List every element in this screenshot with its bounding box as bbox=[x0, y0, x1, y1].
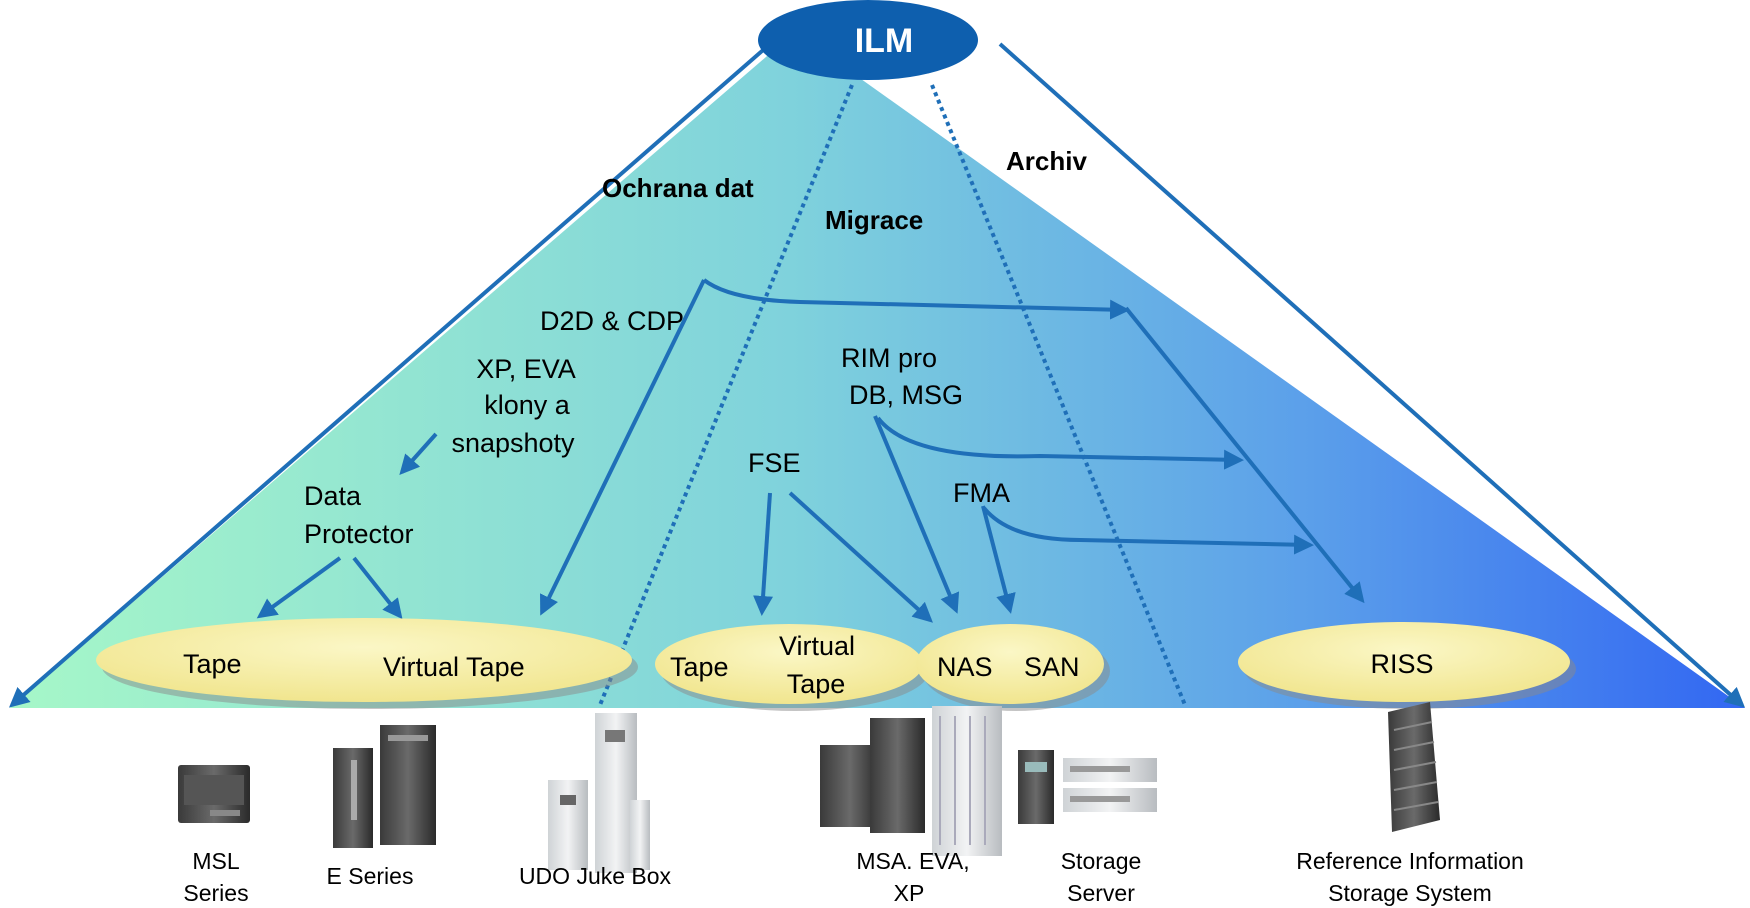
hardware-msa-eva-xp bbox=[820, 706, 1002, 856]
zone-label-migration: Migrace bbox=[825, 205, 923, 235]
ilm-hub bbox=[758, 0, 978, 80]
label-e-series: E Series bbox=[327, 863, 414, 889]
label-d2d-cdp: D2D & CDP bbox=[540, 306, 684, 336]
label-xp-eva-3: snapshoty bbox=[451, 428, 575, 458]
arrow-archive-to-riss bbox=[1124, 306, 1365, 604]
label-ref-1: Reference Information bbox=[1296, 848, 1524, 874]
label-data-protector-2: Protector bbox=[304, 519, 414, 549]
arrow-rim-to-nas bbox=[873, 415, 960, 614]
arrow-d2d-to-archive bbox=[702, 278, 1130, 320]
ellipse-protection-target bbox=[96, 618, 632, 702]
pyramid-right-edge bbox=[998, 42, 1745, 708]
label-tape-left: Tape bbox=[183, 649, 242, 679]
arrow-xp-to-dataprotector bbox=[399, 432, 438, 475]
hardware-udo bbox=[548, 713, 650, 873]
label-virtual-tape-mid-2: Tape bbox=[787, 669, 846, 699]
arrow-fse-to-tape bbox=[753, 492, 774, 616]
label-storage-1: Storage bbox=[1061, 848, 1142, 874]
arrow-dp-to-virtual-tape bbox=[352, 556, 403, 620]
label-rim-2: DB, MSG bbox=[849, 380, 963, 410]
label-msa-2: XP bbox=[894, 880, 925, 906]
label-udo: UDO Juke Box bbox=[519, 863, 672, 889]
ilm-label: ILM bbox=[855, 22, 914, 60]
label-fma: FMA bbox=[953, 478, 1010, 508]
label-fse: FSE bbox=[748, 448, 801, 478]
zone-label-archive: Archiv bbox=[1006, 146, 1087, 176]
label-xp-eva-1: XP, EVA bbox=[476, 354, 576, 384]
arrow-fse-to-nas bbox=[788, 491, 933, 623]
label-nas: NAS bbox=[937, 652, 993, 682]
hardware-riss bbox=[1388, 702, 1440, 832]
label-tape-mid: Tape bbox=[670, 652, 729, 682]
label-storage-2: Server bbox=[1067, 880, 1135, 906]
hardware-msl bbox=[178, 765, 250, 823]
flow-arrows bbox=[256, 278, 1365, 623]
ellipse-migration-tape bbox=[655, 624, 923, 704]
arrow-dp-to-tape bbox=[256, 556, 342, 619]
target-ellipses bbox=[96, 618, 1576, 711]
label-msl-1: MSL bbox=[192, 848, 240, 874]
label-rim-1: RIM pro bbox=[841, 343, 937, 373]
ellipse-riss bbox=[1238, 622, 1570, 702]
label-riss: RISS bbox=[1370, 649, 1433, 679]
label-xp-eva-2: klony a bbox=[484, 390, 571, 420]
arrow-rim-to-riss bbox=[876, 416, 1244, 470]
label-msa-1: MSA. EVA, bbox=[856, 848, 969, 874]
label-virtual-tape-mid-1: Virtual bbox=[779, 631, 855, 661]
arrow-d2d-to-virtual-tape bbox=[540, 279, 706, 616]
hardware-e-series bbox=[333, 725, 436, 848]
label-msl-2: Series bbox=[183, 880, 248, 906]
label-virtual-tape-left: Virtual Tape bbox=[383, 652, 525, 682]
arrow-fma-to-san bbox=[981, 505, 1016, 614]
hardware-storage-server bbox=[1018, 750, 1157, 824]
ellipse-nas-san bbox=[916, 624, 1104, 704]
label-san: SAN bbox=[1024, 652, 1080, 682]
zone-label-protection: Ochrana dat bbox=[602, 173, 754, 203]
label-ref-2: Storage System bbox=[1328, 880, 1492, 906]
arrow-fma-to-riss bbox=[982, 506, 1314, 555]
pyramid-left-edge bbox=[8, 42, 772, 708]
label-data-protector-1: Data bbox=[304, 481, 362, 511]
